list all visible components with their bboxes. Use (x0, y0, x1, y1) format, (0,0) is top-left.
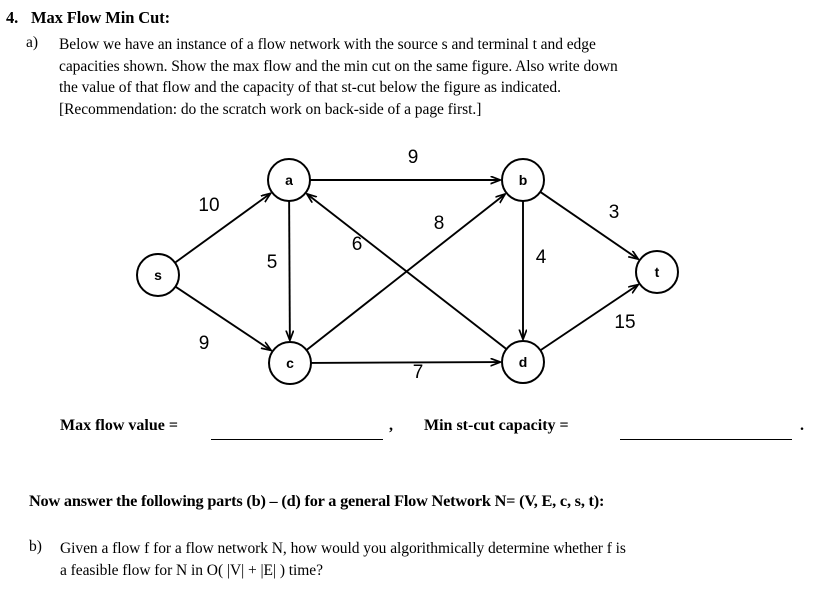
graph-node-label-s: s (154, 267, 162, 283)
graph-node-circle-b (501, 158, 545, 202)
max-flow-value-label: Max flow value = (60, 417, 178, 434)
graph-node-circle-t (635, 250, 679, 294)
edge-capacity-label-b-t: 3 (609, 202, 620, 223)
question-title: Max Flow Min Cut: (31, 8, 170, 27)
graph-edge-s-c (175, 286, 271, 350)
graph-edge-b-t (540, 191, 638, 259)
edge-label-layer: 10 9 5 9 8 6 7 4 3 15 (198, 147, 635, 383)
node-layer: s a c b d t (136, 158, 679, 385)
graph-node-label-c: c (286, 355, 294, 371)
part-b-line-2: a feasible flow for N in O( |V| + |E| ) … (60, 561, 323, 579)
part-a-text: Below we have an instance of a flow netw… (59, 34, 811, 120)
now-answer-instruction: Now answer the following parts (b) – (d)… (29, 491, 605, 510)
edge-capacity-label-c-d: 7 (413, 362, 424, 383)
edge-capacity-label-a-c: 5 (267, 252, 278, 273)
answer-row: Max flow value = , Min st-cut capacity =… (0, 417, 818, 447)
answer-terminator: . (800, 417, 804, 434)
graph-node-c: c (268, 341, 312, 385)
graph-node-d: d (501, 340, 545, 384)
graph-node-label-a: a (285, 172, 293, 188)
flow-network-graph: s a c b d t 10 9 5 9 8 6 7 4 3 15 (136, 147, 679, 385)
graph-node-circle-s (136, 253, 180, 297)
graph-edge-d-t (540, 285, 638, 351)
graph-node-circle-c (268, 341, 312, 385)
graph-node-s: s (136, 253, 180, 297)
part-b-line-1: Given a flow f for a flow network N, how… (60, 540, 626, 557)
part-a-line-1: Below we have an instance of a flow netw… (59, 36, 596, 53)
graph-node-circle-d (501, 340, 545, 384)
part-a-line-2: capacities shown. Show the max flow and … (59, 57, 618, 75)
min-st-cut-capacity-blank[interactable] (620, 439, 792, 440)
graph-node-label-b: b (519, 172, 528, 188)
edge-capacity-label-a-b: 9 (408, 147, 419, 168)
edge-capacity-label-d-a: 6 (352, 234, 363, 255)
edge-capacity-label-c-b: 8 (434, 213, 445, 234)
graph-node-circle-a (267, 158, 311, 202)
part-a-line-3: the value of that flow and the capacity … (59, 79, 561, 96)
edge-capacity-label-s-c: 9 (199, 333, 210, 354)
graph-node-label-t: t (655, 264, 660, 280)
part-a-letter: a) (26, 34, 39, 51)
answer-separator: , (389, 417, 393, 434)
question-number: 4. (6, 8, 19, 27)
min-st-cut-capacity-label: Min st-cut capacity = (424, 417, 569, 434)
graph-node-a: a (267, 158, 311, 202)
edge-capacity-label-b-d: 4 (536, 247, 547, 268)
graph-edge-a-c (289, 201, 290, 340)
graph-edge-c-d (311, 362, 500, 363)
graph-edge-d-a (307, 194, 507, 350)
edge-capacity-label-s-a: 10 (198, 195, 219, 216)
max-flow-value-blank[interactable] (211, 439, 383, 440)
part-b-text: Given a flow f for a flow network N, how… (60, 538, 815, 581)
graph-node-b: b (501, 158, 545, 202)
edge-capacity-label-d-t: 15 (614, 312, 635, 333)
flow-network-figure: s a c b d t 10 9 5 9 8 6 7 4 3 15 (0, 140, 818, 398)
graph-node-label-d: d (519, 354, 528, 370)
graph-edge-s-a (174, 194, 270, 264)
graph-node-t: t (635, 250, 679, 294)
edge-layer (174, 180, 638, 363)
part-a-line-4: [Recommendation: do the scratch work on … (59, 100, 482, 118)
part-b-letter: b) (29, 538, 42, 555)
